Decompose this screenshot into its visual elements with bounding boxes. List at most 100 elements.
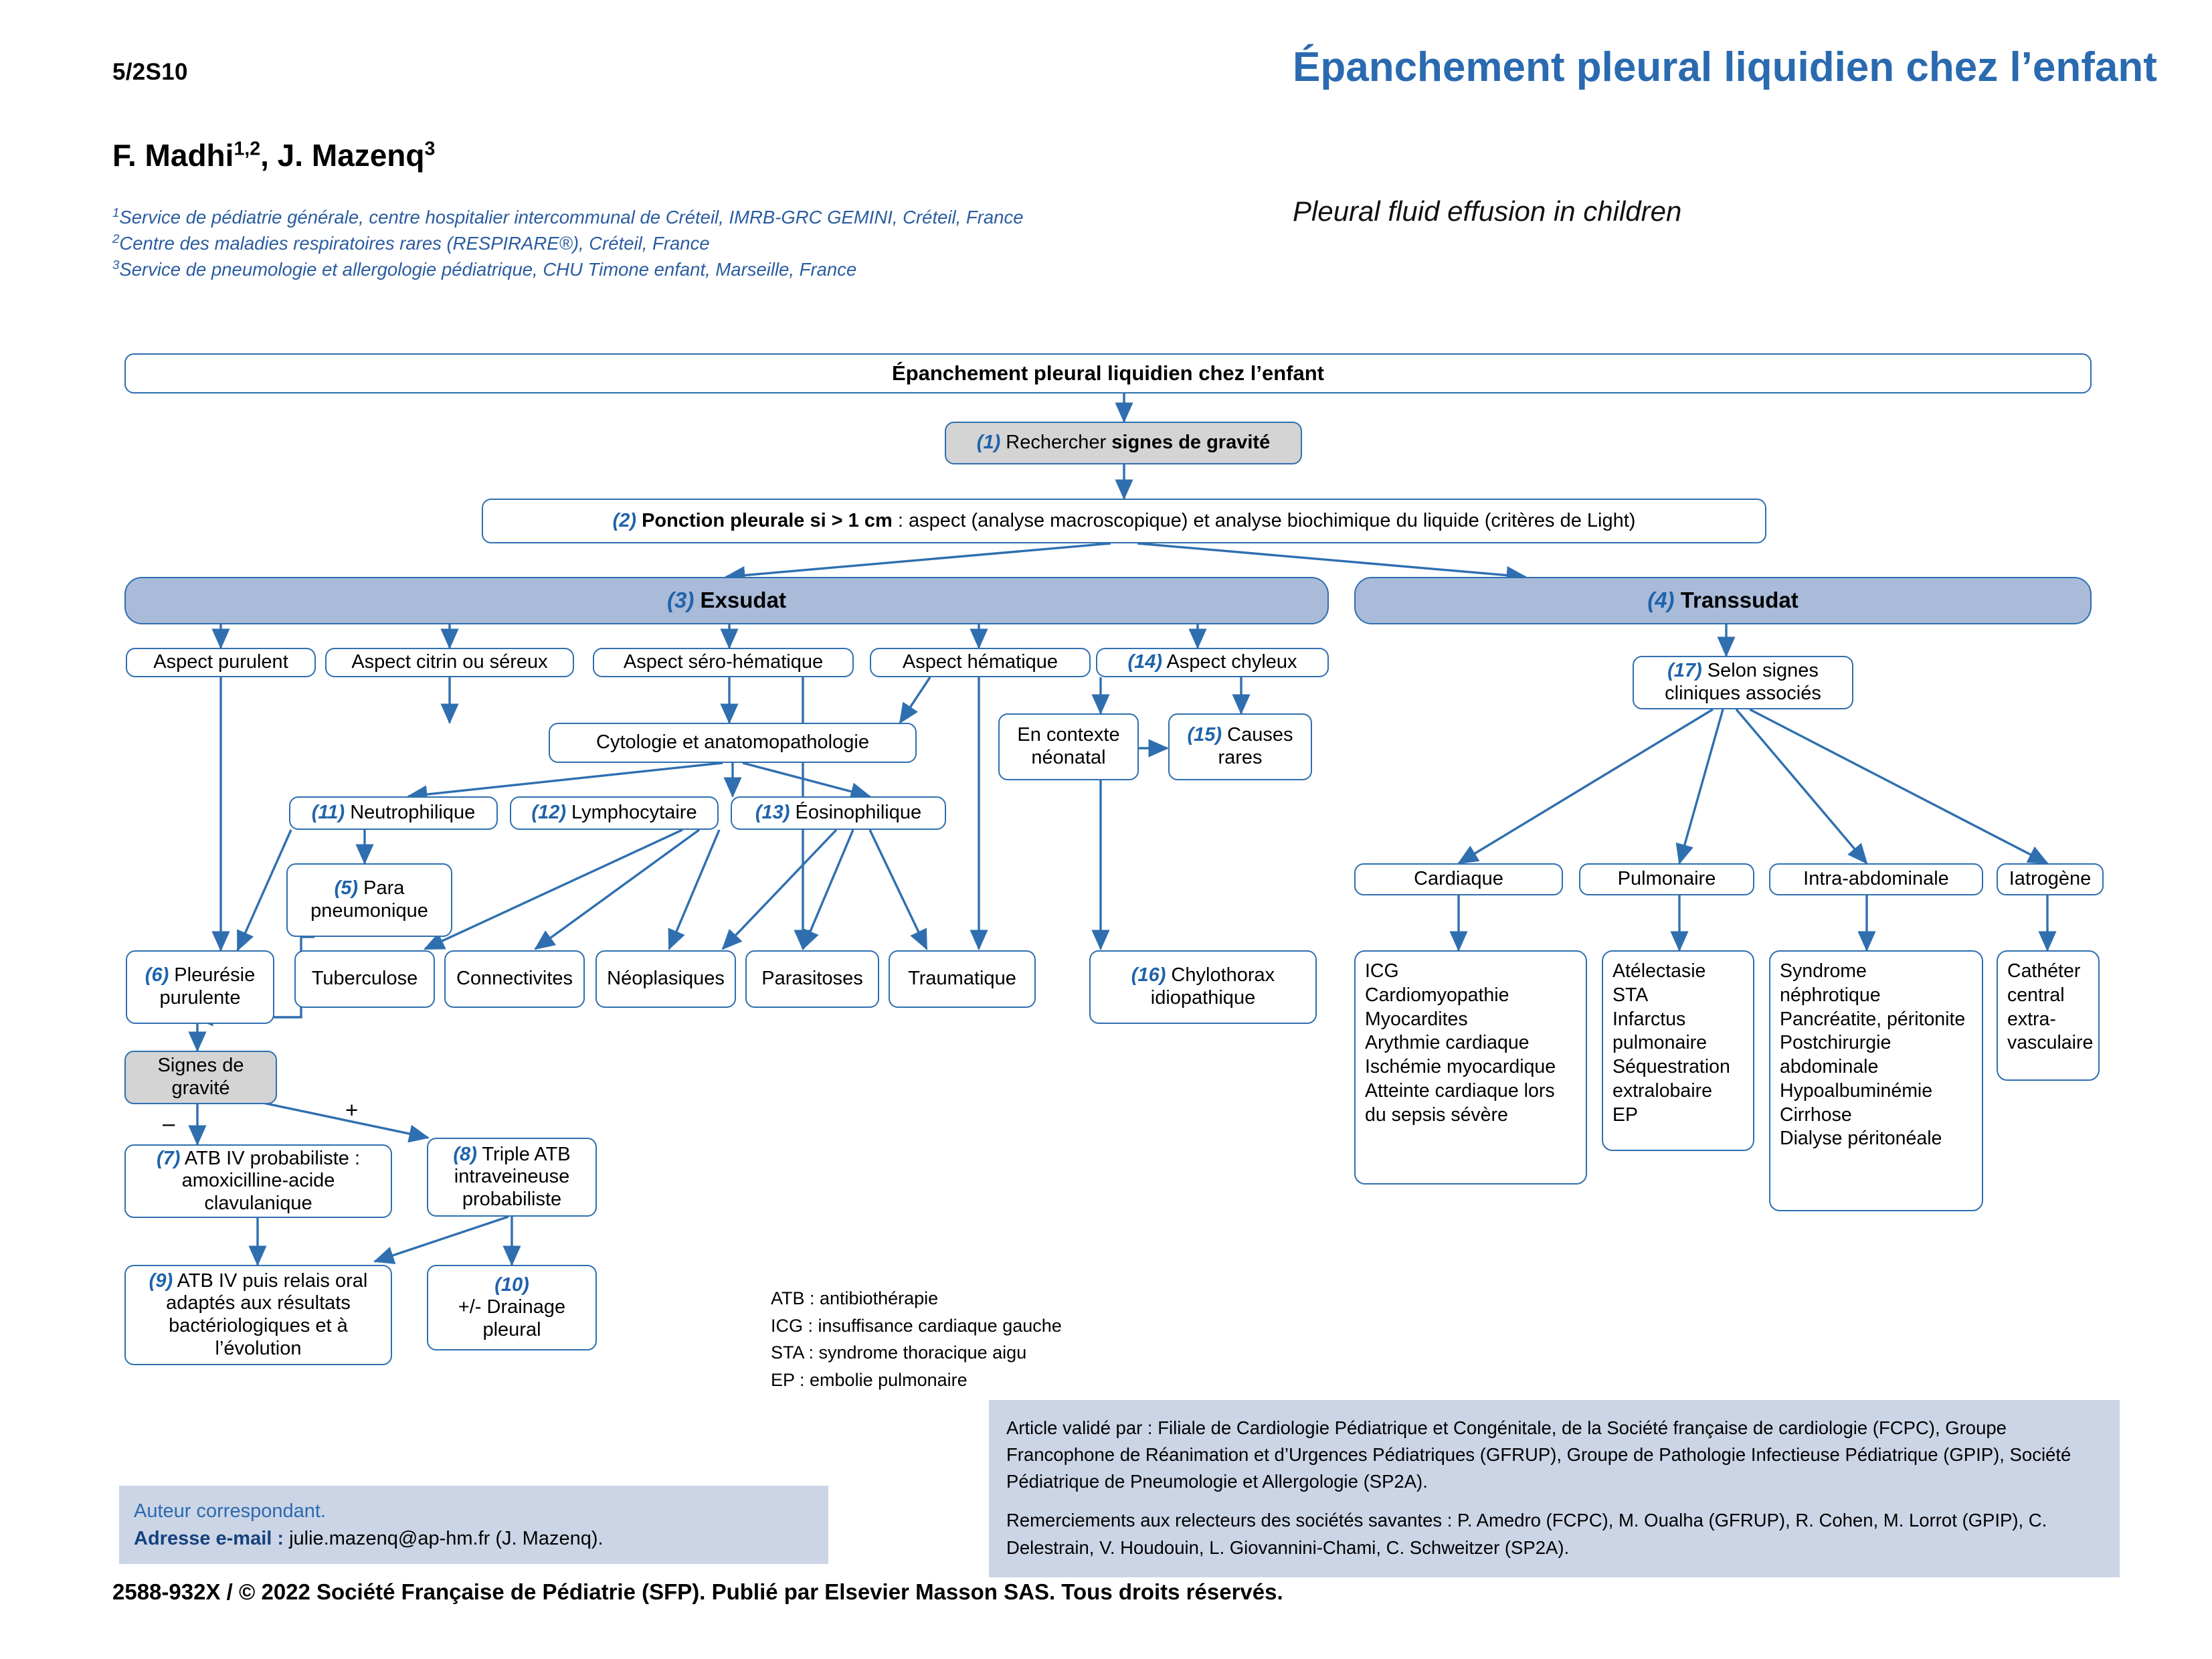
pleuresie-number: (6) — [145, 964, 169, 986]
flow-root-box[interactable]: Épanchement pleural liquidien chez l’enf… — [124, 353, 2092, 394]
correspondence-panel: Auteur correspondant. Adresse e-mail : j… — [119, 1486, 828, 1565]
step-2-bold-text: Ponction pleurale si > 1 cm — [636, 509, 893, 531]
neoplasiques-box[interactable]: Néoplasiques — [595, 950, 736, 1008]
affiliation-2: 2Centre des maladies respiratoires rares… — [112, 230, 1116, 256]
branch-label-plus: + — [345, 1098, 359, 1122]
atb-7-box[interactable]: (7) ATB IV probabiliste : amoxicilline-a… — [124, 1144, 392, 1218]
exsudat-header-bar[interactable]: (3) Exsudat — [124, 577, 1329, 624]
transsudat-label: Transsudat — [1674, 588, 1799, 613]
atb-7-number: (7) — [156, 1147, 181, 1169]
validation-panel: Article validé par : Filiale de Cardiolo… — [989, 1400, 2120, 1577]
causes-rares-box[interactable]: (15) Causes rares — [1168, 713, 1312, 780]
contexte-neonatal-box[interactable]: En contexte néonatal — [998, 713, 1139, 780]
page-title-english: Pleural fluid effusion in children — [1293, 195, 1682, 227]
exsudat-number: (3) — [667, 588, 695, 613]
page-title-french: Épanchement pleural liquidien chez l’enf… — [1293, 44, 2157, 90]
signes-de-gravite-box[interactable]: Signes de gravité — [124, 1051, 277, 1104]
atb-9-label: ATB IV puis relais oral adaptés aux résu… — [166, 1270, 368, 1359]
step-2-number: (2) — [612, 509, 637, 531]
atb-9-box[interactable]: (9) ATB IV puis relais oral adaptés aux … — [124, 1265, 392, 1365]
affiliation-3: 3Service de pneumologie et allergologie … — [112, 256, 1116, 282]
pulmonaire-causes-list: Atélectasie STA Infarctus pulmonaire Séq… — [1602, 950, 1754, 1151]
abbreviations-legend: ATB : antibiothérapie ICG : insuffisance… — [771, 1288, 1062, 1390]
atb-8-box[interactable]: (8) Triple ATB intraveineuse probabilist… — [427, 1138, 597, 1217]
intra-abdominale-causes-list: Syndrome néphrotique Pancréatite, périto… — [1769, 950, 1983, 1211]
atb-10-number: (10) — [494, 1274, 529, 1296]
author-2-name: , J. Mazenq — [260, 138, 425, 173]
aspect-chyleux-label: Aspect chyleux — [1162, 651, 1297, 673]
step-2-text: : aspect (analyse macroscopique) et anal… — [892, 509, 1636, 531]
selon-signes-cliniques-box[interactable]: (17) Selon signes cliniques associés — [1633, 656, 1853, 709]
atb-7-label: ATB IV probabiliste : amoxicilline-acide… — [180, 1147, 361, 1214]
author-1-name: F. Madhi — [112, 138, 234, 173]
correspondence-email-value[interactable]: julie.mazenq@ap-hm.fr (J. Mazenq). — [284, 1527, 604, 1549]
pleuresie-purulente-box[interactable]: (6) Pleurésie purulente — [126, 950, 274, 1024]
cardiaque-causes-list: ICG Cardiomyopathie Myocardites Arythmie… — [1354, 950, 1587, 1185]
transsudat-header-bar[interactable]: (4) Transsudat — [1354, 577, 2092, 624]
affiliation-3-marker: 3 — [112, 258, 120, 272]
cytologie-box[interactable]: Cytologie et anatomopathologie — [549, 723, 917, 763]
iatrogene-causes-list: Cathéter central extra-vasculaire — [1997, 950, 2100, 1081]
affiliation-2-marker: 2 — [112, 232, 120, 246]
affiliation-2-text: Centre des maladies respiratoires rares … — [119, 233, 710, 254]
eosinophilique-number: (13) — [755, 802, 790, 824]
chylothorax-label: Chylothorax idiopathique — [1150, 964, 1275, 1009]
pulmonaire-box[interactable]: Pulmonaire — [1579, 863, 1754, 895]
eosinophilique-label: Éosinophilique — [790, 802, 922, 824]
correspondence-title: Auteur correspondant. — [134, 1500, 326, 1522]
flow-step-2-box[interactable]: (2) Ponction pleurale si > 1 cm : aspect… — [482, 499, 1766, 543]
page-folio: 5/2S10 — [112, 59, 188, 85]
atb-10-label: +/- Drainage pleural — [458, 1296, 566, 1340]
traumatique-box[interactable]: Traumatique — [889, 950, 1036, 1008]
aspect-hematique-box[interactable]: Aspect hématique — [870, 648, 1091, 677]
aspect-sero-hematique-box[interactable]: Aspect séro-hématique — [593, 648, 854, 677]
connectivites-box[interactable]: Connectivites — [444, 950, 585, 1008]
neutrophilique-label: Neutrophilique — [345, 802, 476, 824]
pleuresie-label: Pleurésie purulente — [159, 964, 256, 1009]
transsudat-number: (4) — [1647, 588, 1675, 613]
validation-line-1: Article validé par : Filiale de Cardiolo… — [1006, 1417, 2071, 1492]
neutrophilique-box[interactable]: (11) Neutrophilique — [289, 796, 498, 830]
para-pneumonique-box[interactable]: (5) Para pneumonique — [286, 863, 452, 937]
para-pneumonique-number: (5) — [334, 877, 359, 899]
cardiaque-box[interactable]: Cardiaque — [1354, 863, 1563, 895]
atb-10-box[interactable]: (10)+/- Drainage pleural — [427, 1265, 597, 1350]
chylothorax-number: (16) — [1131, 964, 1166, 986]
author-line: F. Madhi1,2, J. Mazenq3 — [112, 137, 435, 173]
selon-signes-number: (17) — [1667, 660, 1702, 682]
step-1-bold-text: signes de gravité — [1111, 432, 1271, 454]
flow-step-1-box[interactable]: (1) Rechercher signes de gravité — [945, 422, 1302, 464]
tuberculose-box[interactable]: Tuberculose — [294, 950, 435, 1008]
lymphocytaire-box[interactable]: (12) Lymphocytaire — [510, 796, 719, 830]
lymphocytaire-label: Lymphocytaire — [566, 802, 697, 824]
affiliation-1-text: Service de pédiatrie générale, centre ho… — [119, 207, 1024, 228]
intra-abdominale-box[interactable]: Intra-abdominale — [1769, 863, 1983, 895]
aspect-citrin-box[interactable]: Aspect citrin ou séreux — [325, 648, 574, 677]
eosinophilique-box[interactable]: (13) Éosinophilique — [731, 796, 946, 830]
correspondence-email-line: Adresse e-mail : julie.mazenq@ap-hm.fr (… — [134, 1525, 814, 1553]
neutrophilique-number: (11) — [311, 802, 345, 824]
aspect-chyleux-number: (14) — [1127, 651, 1163, 673]
para-pneumonique-label: Para pneumonique — [310, 877, 428, 922]
atb-8-label: Triple ATB intraveineuse probabiliste — [454, 1143, 571, 1210]
atb-8-number: (8) — [453, 1143, 477, 1165]
affiliation-1-marker: 1 — [112, 205, 120, 220]
causes-rares-label: Causes rares — [1218, 724, 1293, 768]
affiliations-block: 1Service de pédiatrie générale, centre h… — [112, 204, 1116, 282]
branch-label-minus: – — [163, 1111, 175, 1136]
iatrogene-box[interactable]: Iatrogène — [1997, 863, 2104, 895]
chylothorax-idiopathique-box[interactable]: (16) Chylothorax idiopathique — [1089, 950, 1317, 1024]
lymphocytaire-number: (12) — [531, 802, 566, 824]
affiliation-1: 1Service de pédiatrie générale, centre h… — [112, 204, 1116, 230]
atb-9-number: (9) — [149, 1270, 173, 1292]
page-footer: 2588-932X / © 2022 Société Française de … — [112, 1579, 1283, 1604]
author-1-affil-marker: 1,2 — [234, 138, 261, 160]
causes-rares-number: (15) — [1187, 724, 1222, 746]
validation-line-2: Remerciements aux relecteurs des société… — [1006, 1510, 2047, 1558]
affiliation-3-text: Service de pneumologie et allergologie p… — [119, 259, 857, 280]
aspect-purulent-box[interactable]: Aspect purulent — [126, 648, 316, 677]
aspect-chyleux-box[interactable]: (14) Aspect chyleux — [1096, 648, 1329, 677]
step-1-text: Rechercher — [1000, 432, 1112, 454]
parasitoses-box[interactable]: Parasitoses — [745, 950, 879, 1008]
